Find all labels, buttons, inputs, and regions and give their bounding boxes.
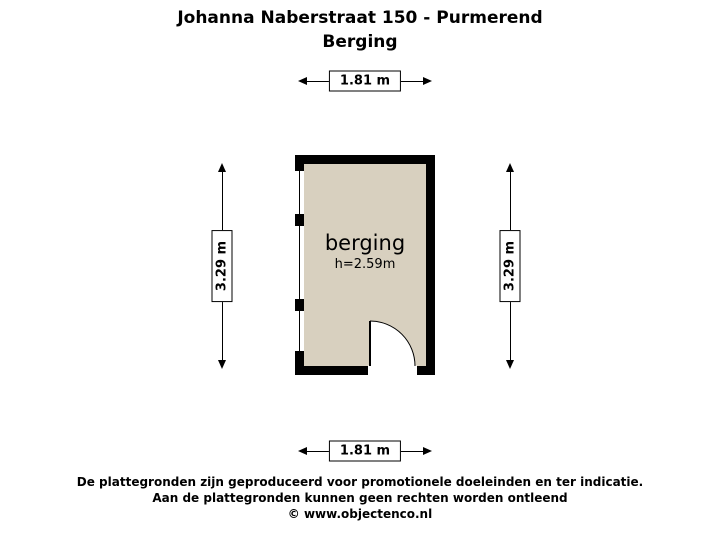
dimension-top: 1.81 m [298,70,432,92]
arrow-up-icon [218,163,226,172]
dimension-right: 3.29 m [498,163,522,369]
dimension-left: 3.29 m [210,163,234,369]
room-label: berging h=2.59m [304,230,426,274]
arrow-left-icon [298,77,307,85]
disclaimer-line-2: Aan de plattegronden kunnen geen rechten… [152,491,568,505]
arrow-right-icon [423,77,432,85]
title-line-room: Berging [322,32,398,52]
arrow-down-icon [218,360,226,369]
arrow-right-icon [423,447,432,455]
title-line-address: Johanna Naberstraat 150 - Purmerend [177,8,543,28]
window [295,170,304,215]
room-name: berging [324,231,406,255]
arrow-down-icon [506,360,514,369]
window-pane-line [299,311,300,351]
window-pane-line [299,226,300,299]
dimension-bottom: 1.81 m [298,440,432,462]
room-floor [304,164,426,366]
credit-line: © www.objectenco.nl [287,507,433,521]
page-title: Johanna Naberstraat 150 - Purmerend Berg… [0,6,720,54]
disclaimer-line-1: De plattegronden zijn geproduceerd voor … [76,475,644,489]
arrow-left-icon [298,447,307,455]
dimension-label-right: 3.29 m [499,229,521,303]
dimension-label-left: 3.29 m [211,229,233,303]
floorplan-room-berging: berging h=2.59m [295,155,435,375]
door-opening [368,365,417,375]
door-arc [369,320,416,367]
door [368,320,417,375]
window [295,310,304,352]
window [295,225,304,300]
door-swing-area [370,321,415,366]
dimension-label-bottom: 1.81 m [328,440,402,462]
footer-disclaimer: De plattegronden zijn geproduceerd voor … [0,474,720,522]
arrow-up-icon [506,163,514,172]
dimension-label-top: 1.81 m [328,70,402,92]
window-pane-line [299,171,300,214]
room-ceiling-height: h=2.59m [334,257,396,272]
